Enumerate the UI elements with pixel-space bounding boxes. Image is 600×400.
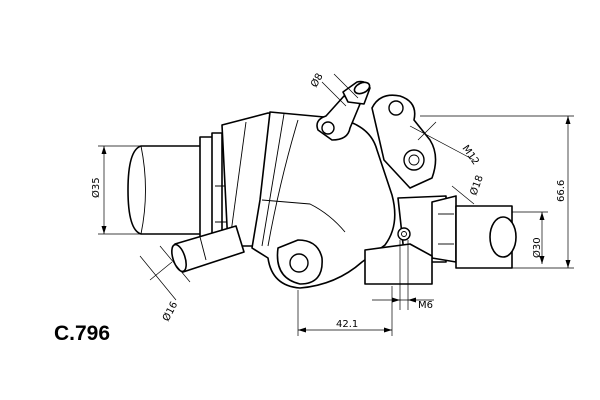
dim-d18-label: Ø18 [468,174,486,197]
dim-d16-label: Ø16 [160,300,180,324]
housing-body [251,111,396,289]
dim-m12-label: M12 [460,143,481,167]
bleed-nipple [316,80,371,141]
dim-d8-label: Ø8 [308,71,326,89]
dim-d35-label: Ø35 [90,177,102,198]
dim-d30-label: Ø30 [531,237,543,258]
bottom-small-pipe [171,225,245,273]
part-code: C.796 [54,322,111,345]
right-outlet-pipe [364,195,517,285]
top-lug [371,94,437,189]
dim-m6: M6 [372,240,434,311]
left-outlet-pipe [127,132,248,246]
dim-h66: 66.6 [420,115,574,269]
dim-d35: Ø35 [90,145,141,235]
dim-h66-label: 66.6 [556,180,567,202]
dim-d18: Ø18 [451,174,486,205]
dim-w42: 42.1 [297,286,393,336]
dim-d30: Ø30 [512,211,548,264]
dim-m6-label: M6 [418,300,433,311]
dim-w42-label: 42.1 [336,319,358,330]
